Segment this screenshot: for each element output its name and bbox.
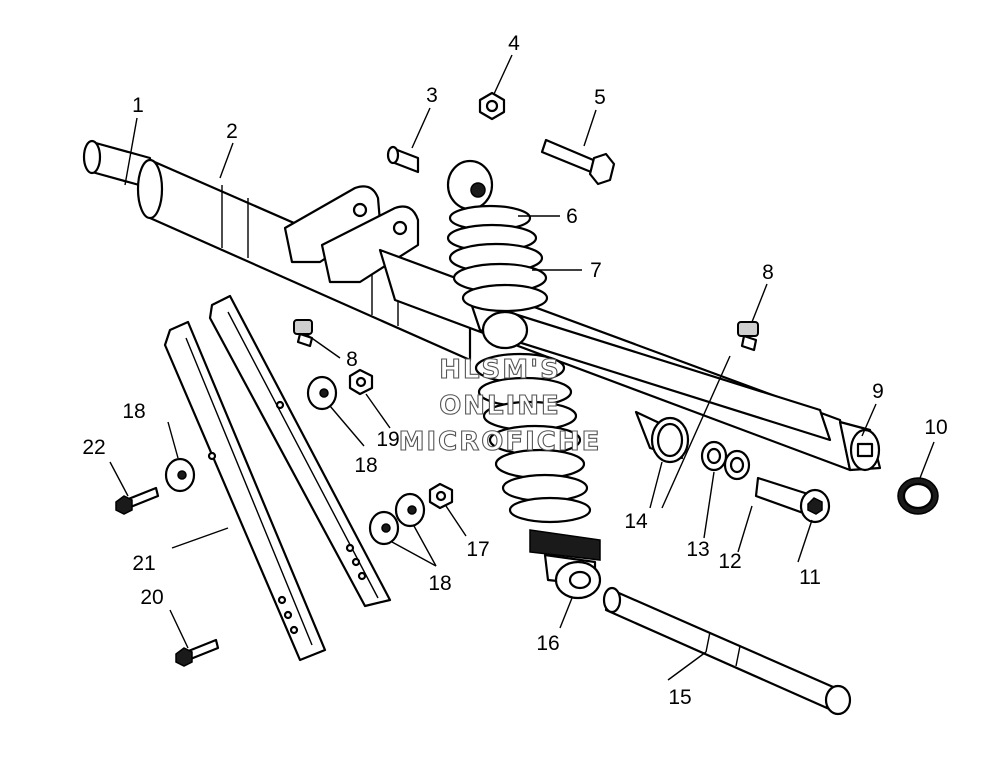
part-19-nut	[348, 368, 374, 396]
part-11-shoulder-bolt	[754, 476, 831, 524]
callout-16: 16	[536, 632, 559, 655]
leader-lines	[109, 54, 935, 681]
callout-9: 9	[872, 380, 884, 403]
part-6-7-shock-spring	[446, 159, 601, 587]
callout-20: 20	[140, 586, 163, 609]
watermark-line-3: MICROFICHE	[399, 427, 602, 457]
part-17-nut	[428, 482, 454, 510]
callout-18-bottom: 18	[428, 572, 451, 595]
callout-3: 3	[426, 84, 438, 107]
watermark: HLSM'S ONLINE MICROFICHE	[398, 354, 602, 457]
callout-19: 19	[376, 428, 399, 451]
callout-17: 17	[466, 538, 489, 561]
watermark-line-1: HLSM'S	[439, 355, 561, 385]
part-21-slide-rail-left	[163, 320, 327, 662]
part-4-nut	[478, 91, 506, 121]
part-15-lower-shaft	[602, 586, 852, 716]
callout-5: 5	[594, 86, 606, 109]
callout-8-left: 8	[346, 348, 358, 371]
part-16-shock-eye	[554, 560, 602, 600]
callout-18-top: 18	[354, 454, 377, 477]
callout-22: 22	[82, 436, 105, 459]
callout-6: 6	[566, 205, 578, 228]
part-8-grease-fitting-left	[293, 319, 314, 348]
callout-12: 12	[718, 550, 741, 573]
callout-13: 13	[686, 538, 709, 561]
part-18-washer-d	[394, 492, 426, 528]
callout-7: 7	[590, 259, 602, 282]
callout-labels: 1 2 3 4 5 6 7 8 8 9 10 11 12 13 14 15 16…	[82, 32, 947, 709]
callout-21: 21	[132, 552, 155, 575]
part-22-bolt	[115, 486, 160, 515]
upper-mount-bracket	[283, 185, 420, 284]
callout-18-left: 18	[122, 400, 145, 423]
callout-8-right: 8	[762, 261, 774, 284]
part-21-slide-rail-right	[208, 294, 392, 608]
callout-15: 15	[668, 686, 691, 709]
part-10-ring	[897, 477, 939, 515]
callout-2: 2	[226, 120, 238, 143]
part-13-washer	[700, 440, 728, 472]
part-18-washer-a	[306, 375, 338, 411]
part-14-spacer	[634, 410, 690, 464]
callout-10: 10	[924, 416, 947, 439]
part-20-bolt	[175, 638, 220, 667]
part-8-grease-fitting-right	[737, 321, 759, 352]
callout-4: 4	[508, 32, 520, 55]
callout-14: 14	[624, 510, 648, 533]
part-18-washer-c	[368, 510, 400, 546]
part-12-washer	[723, 449, 751, 481]
callout-1: 1	[132, 94, 144, 117]
part-3-pin	[386, 145, 420, 174]
callout-11: 11	[799, 566, 821, 589]
watermark-line-2: ONLINE	[439, 391, 561, 421]
part-5-bolt	[540, 138, 616, 186]
part-18-washer-b	[164, 457, 196, 493]
